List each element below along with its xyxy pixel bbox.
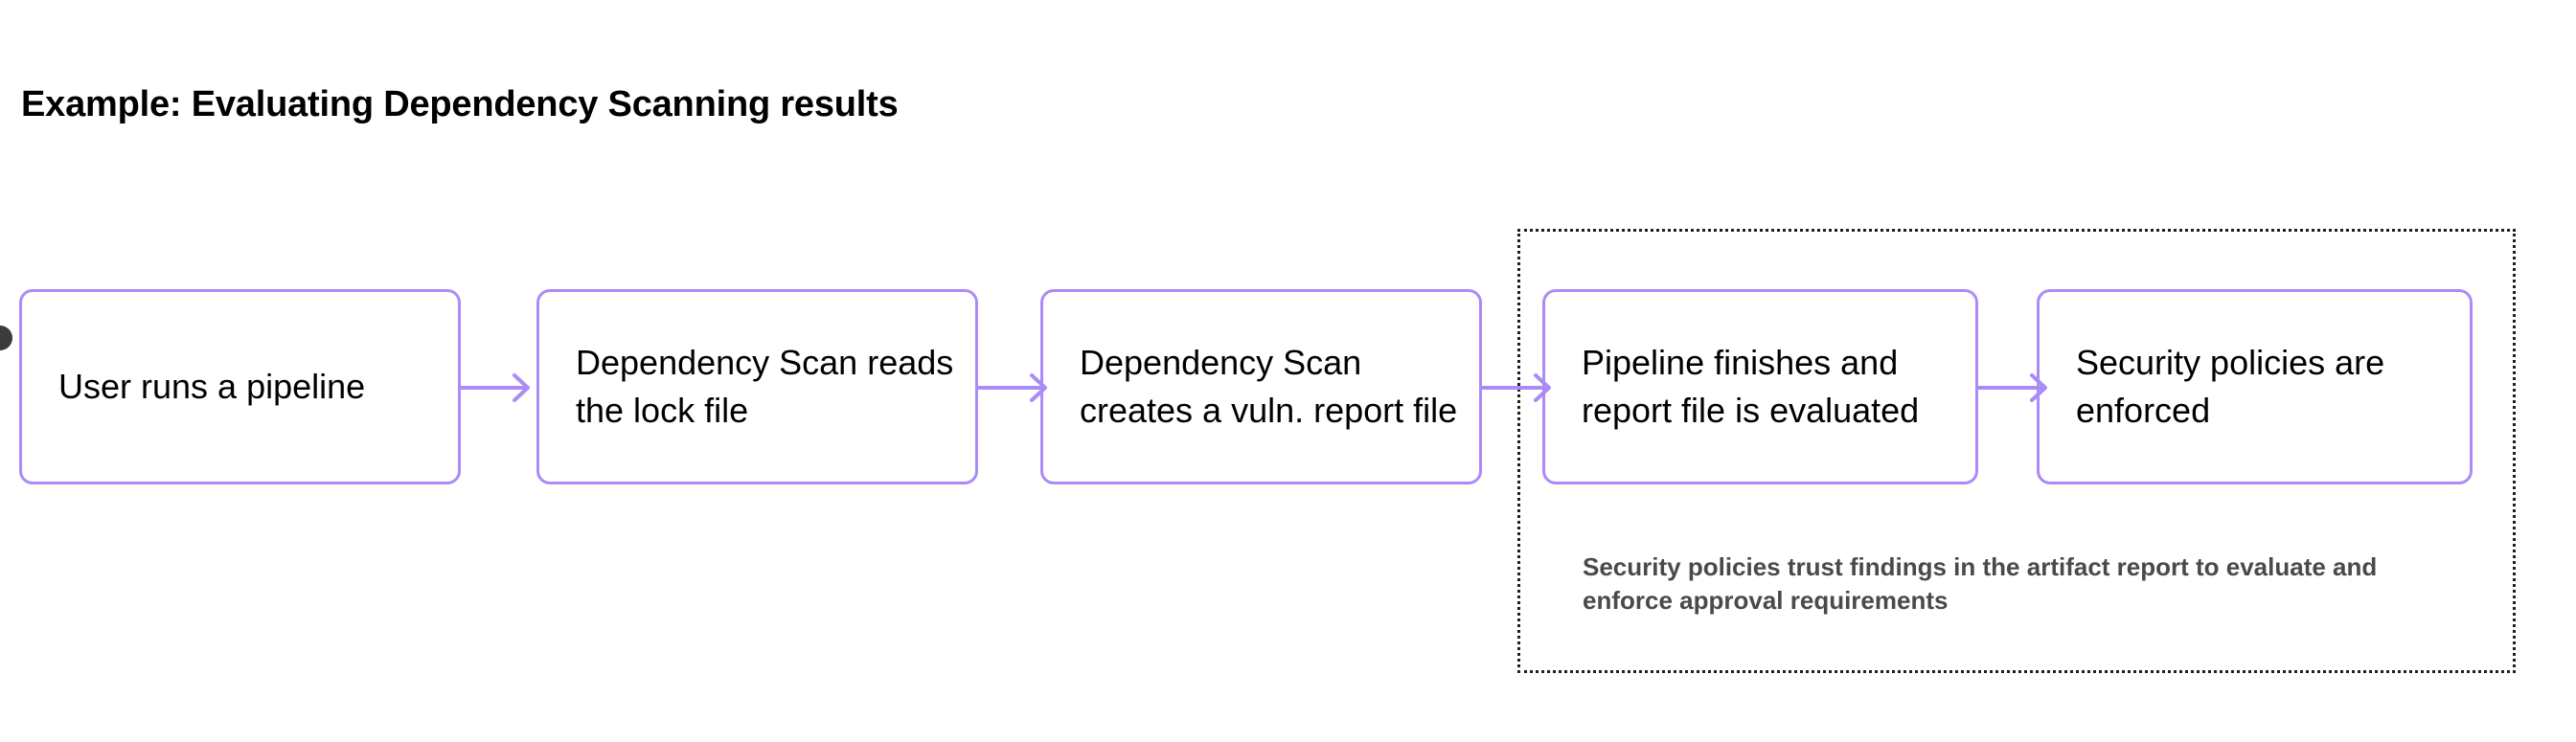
flow-node-user-runs-pipeline[interactable]: User runs a pipeline bbox=[19, 289, 461, 484]
flow-node-dependency-scan-reads-lock-file[interactable]: Dependency Scan reads the lock file bbox=[536, 289, 978, 484]
page-title: Example: Evaluating Dependency Scanning … bbox=[21, 84, 899, 124]
arrow-icon-node1-to-node2 bbox=[461, 373, 530, 402]
flow-node-dependency-scan-creates-report[interactable]: Dependency Scan creates a vuln. report f… bbox=[1040, 289, 1482, 484]
flow-node-label: User runs a pipeline bbox=[58, 367, 366, 407]
policy-group-container bbox=[1517, 229, 2516, 673]
flow-node-pipeline-finishes-report-evaluated[interactable]: Pipeline finishes and report file is eva… bbox=[1542, 289, 1978, 484]
flow-node-label: Pipeline finishes and report file is eva… bbox=[1582, 343, 1920, 430]
policy-group-caption: Security policies trust findings in the … bbox=[1583, 552, 2378, 615]
source-handle-dot[interactable] bbox=[0, 326, 12, 350]
arrow-icon-node2-to-node3 bbox=[978, 373, 1047, 402]
arrow-icon-node3-to-node4 bbox=[1482, 373, 1551, 402]
flow-node-label: Security policies are enforced bbox=[2076, 343, 2385, 430]
flow-node-label: Dependency Scan reads the lock file bbox=[576, 343, 954, 430]
flow-node-label: Dependency Scan creates a vuln. report f… bbox=[1080, 343, 1458, 430]
arrow-icon-node4-to-node5 bbox=[1978, 373, 2047, 402]
flow-node-security-policies-enforced[interactable]: Security policies are enforced bbox=[2037, 289, 2473, 484]
